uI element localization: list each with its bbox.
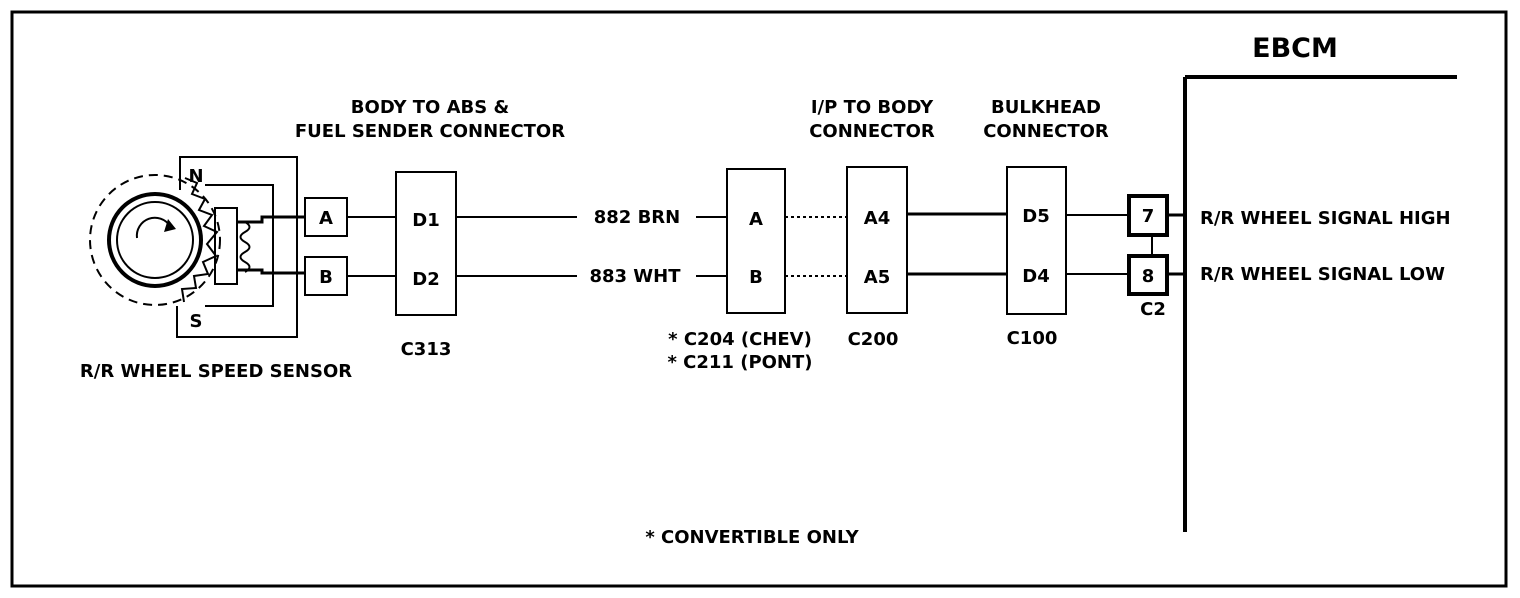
sensor-lead-a — [237, 215, 305, 224]
c313-title-line2: FUEL SENDER CONNECTOR — [295, 121, 565, 142]
sensor-wheel-outer — [107, 192, 203, 288]
sensor-coil-core — [214, 207, 238, 285]
c313-connector — [395, 171, 457, 316]
c313-pin-d2: D2 — [412, 269, 439, 290]
signal-low-label: R/R WHEEL SIGNAL LOW — [1200, 264, 1445, 285]
south-pole-label: S — [190, 311, 203, 332]
c2-pin-8: 8 — [1142, 266, 1155, 287]
c200-pin-a4: A4 — [864, 208, 890, 229]
sensor-pin-a: A — [319, 208, 333, 229]
sensor-tone-ring — [89, 174, 221, 306]
sensor-coil-frame — [205, 184, 274, 307]
c2-pin-7-box — [1127, 194, 1169, 237]
c2-pin-7: 7 — [1142, 206, 1155, 227]
c100-connector — [1006, 166, 1067, 315]
wheel-speed-sensor — [89, 156, 305, 338]
c200-id: C200 — [848, 329, 899, 350]
magnet-body-outline — [176, 156, 298, 338]
sensor-coil-winding — [239, 221, 251, 273]
c2-id: C2 — [1140, 299, 1166, 320]
diagram-frame — [10, 10, 1508, 588]
circuit-wires — [347, 212, 1185, 277]
c204-pin-b: B — [749, 267, 763, 288]
c211-id: * C211 (PONT) — [667, 352, 812, 373]
ebcm-title: EBCM — [1252, 33, 1338, 64]
wire-brn-label: 882 BRN — [594, 207, 680, 228]
sensor-pin-b: B — [319, 267, 333, 288]
c100-pin-d5: D5 — [1022, 206, 1049, 227]
c313-title-line1: BODY TO ABS & — [351, 97, 509, 118]
c313-id: C313 — [401, 339, 452, 360]
convertible-note: * CONVERTIBLE ONLY — [645, 527, 859, 548]
c200-pin-a5: A5 — [864, 267, 890, 288]
c204-id: * C204 (CHEV) — [668, 329, 812, 350]
sensor-wheel-inner — [116, 201, 194, 279]
rotation-arrow-icon — [135, 216, 171, 239]
c100-title-line2: CONNECTOR — [983, 121, 1109, 142]
ebcm-module — [1183, 75, 1457, 532]
magnet-pole-piece — [180, 177, 219, 303]
wire-wht-label: 883 WHT — [589, 266, 681, 287]
c204-connector — [726, 168, 786, 314]
sensor-label: R/R WHEEL SPEED SENSOR — [80, 361, 352, 382]
north-pole-label: N — [188, 166, 203, 187]
c100-pin-d4: D4 — [1022, 266, 1049, 287]
signal-high-label: R/R WHEEL SIGNAL HIGH — [1200, 208, 1451, 229]
c2-pin-8-box — [1127, 254, 1169, 296]
sensor-lead-b — [237, 268, 305, 275]
c200-connector — [846, 166, 908, 314]
c100-title-line1: BULKHEAD — [991, 97, 1101, 118]
c204-pin-a: A — [749, 209, 763, 230]
c100-id: C100 — [1007, 328, 1058, 349]
rotation-arrowhead-icon — [164, 219, 176, 232]
c200-title-line2: CONNECTOR — [809, 121, 935, 142]
c200-title-line1: I/P TO BODY — [811, 97, 934, 118]
c313-pin-d1: D1 — [412, 210, 439, 231]
